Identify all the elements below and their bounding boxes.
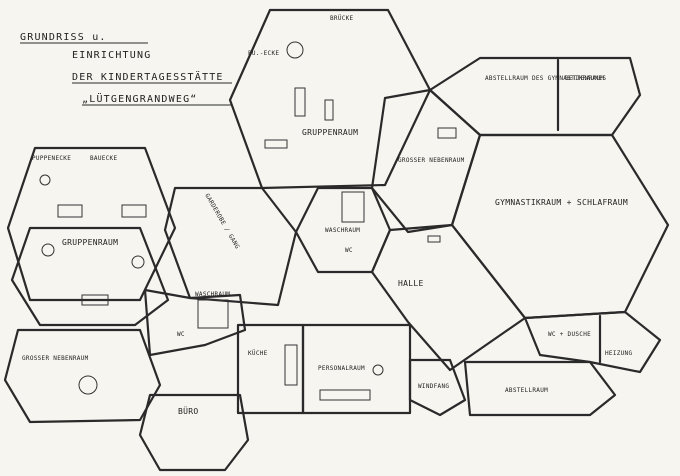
label-halle: HALLE <box>398 279 424 288</box>
label-puppenecke-left: PUPPENECKE <box>32 155 71 162</box>
walls <box>3 8 670 472</box>
label-puppenecke-top: PU.-ECKE <box>248 50 279 57</box>
label-corridor: GARDEROBE / GANG <box>203 193 240 251</box>
label-waschraum-top: WASCHRAUM <box>325 227 360 234</box>
label-buero: BÜRO <box>178 406 198 416</box>
label-kueche: KÜCHE <box>248 350 268 357</box>
label-gruppenraum-left: GRUPPENRAUM <box>62 238 118 247</box>
furniture <box>39 41 457 401</box>
label-abstellraum-gym: ABSTELLRAUM DES GYMNASTIKRAUMES <box>485 75 606 82</box>
label-heizung: HEIZUNG <box>605 350 632 357</box>
title-line-3: DER KINDERTAGESSTÄTTE <box>72 70 224 83</box>
label-wc-left: WC <box>177 331 185 338</box>
label-windfang: WINDFANG <box>418 383 449 390</box>
label-gruppenraum-top: GRUPPENRAUM <box>302 128 358 137</box>
title-line-2: EINRICHTUNG <box>72 50 151 61</box>
label-waschraum-left: WASCHRAUM <box>195 291 230 298</box>
label-grosser-nebenraum-top: GROSSER NEBENRAUM <box>398 157 465 164</box>
title-line-1: GRUNDRISS u. <box>20 32 107 43</box>
label-bettenraum: BETTENRAUM <box>565 75 604 82</box>
title-line-4: „LÜTGENGRANDWEG“ <box>82 92 198 105</box>
label-abstellraum-bottom: ABSTELLRAUM <box>505 387 548 394</box>
label-wc-top: WC <box>345 247 353 254</box>
label-wc-dusche: WC + DUSCHE <box>548 331 591 338</box>
title-block: GRUNDRISS u. EINRICHTUNG DER KINDERTAGES… <box>20 32 232 106</box>
label-grosser-nebenraum-left: GROSSER NEBENRAUM <box>22 355 89 362</box>
label-personalraum: PERSONALRAUM <box>318 365 365 372</box>
label-gymnastikraum: GYMNASTIKRAUM + SCHLAFRAUM <box>495 198 628 207</box>
label-bauecke: BAUECKE <box>90 155 117 162</box>
label-bruecke-top: BRÜCKE <box>330 15 354 22</box>
